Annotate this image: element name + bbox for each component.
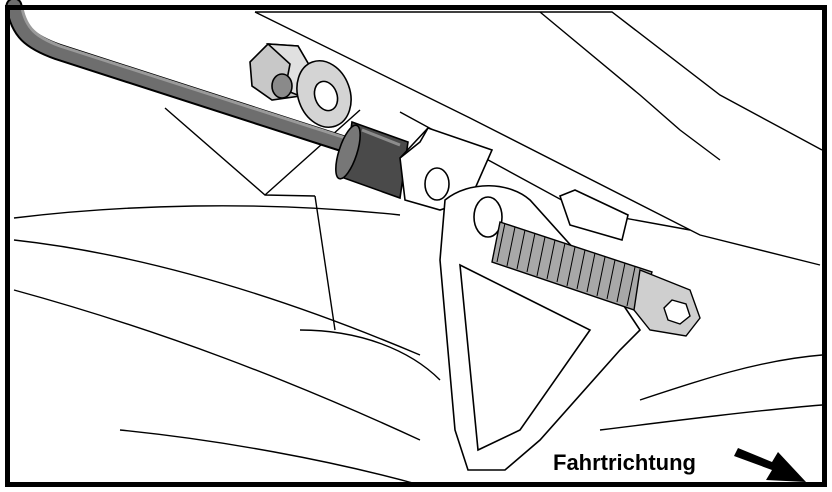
body-curve-wing — [299, 329, 441, 381]
cap-screw — [491, 221, 701, 337]
direction-arrow-icon — [734, 448, 806, 482]
sleeve-shine — [361, 128, 401, 147]
fender-curve — [639, 354, 823, 401]
panel-edge-upper — [255, 11, 823, 151]
rod-highlight — [20, 7, 353, 142]
callout-to-sleeve — [264, 109, 361, 196]
sleeve-end — [335, 124, 361, 180]
nut-hole — [271, 73, 293, 99]
threaded-rod — [5, 0, 365, 157]
arm-hole — [473, 196, 503, 238]
washer — [296, 60, 352, 128]
panel-edge-lower — [254, 11, 821, 266]
washer-inner — [313, 80, 339, 112]
arm-cutout — [459, 263, 592, 452]
clamp-block — [558, 189, 629, 242]
rod-fill — [7, 0, 363, 155]
hex-socket — [663, 299, 691, 325]
figure-border — [5, 5, 827, 487]
body-curve-top — [13, 205, 401, 219]
lug-hole — [424, 167, 450, 201]
callout-to-body — [314, 195, 336, 331]
body-contour-lines — [13, 11, 823, 486]
body-curve-mid — [13, 239, 421, 356]
direction-caption: Fahrtrichtung — [553, 450, 696, 475]
mounting-arm — [439, 184, 642, 471]
thread-ridges — [496, 222, 636, 307]
callout-lines — [164, 107, 361, 331]
screw-head — [633, 269, 701, 337]
block-body — [558, 189, 629, 242]
body-curve-low — [13, 289, 421, 441]
body-curve-bottom — [119, 429, 421, 486]
lug-edge — [399, 127, 429, 159]
fender-curve-2 — [599, 404, 823, 431]
panel-edge-right — [539, 11, 721, 161]
spacer-sleeve — [335, 120, 409, 200]
